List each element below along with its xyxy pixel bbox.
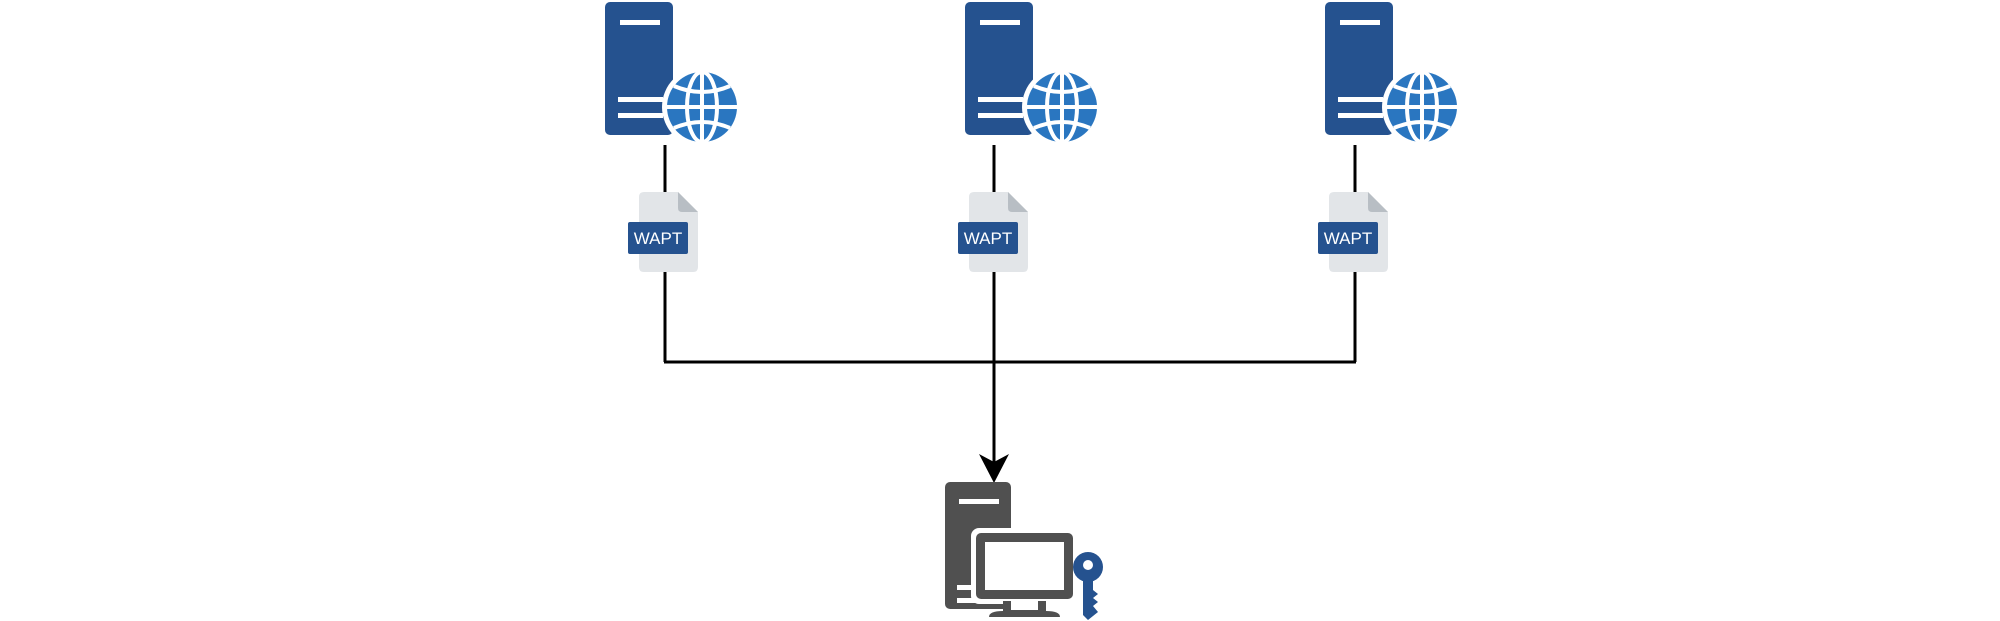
web-server-1: WAPT [603,0,744,362]
wapt-package-label: WAPT [1324,229,1372,248]
wapt-package-label: WAPT [634,229,682,248]
workstation-with-key-icon [945,482,1103,620]
web-server-icon [603,0,744,149]
web-server-icon [1323,0,1464,149]
client-workstation [945,482,1103,620]
wapt-package-label: WAPT [964,229,1012,248]
wapt-package-file: WAPT [628,192,698,272]
arrow-head-icon [979,454,1009,483]
web-server-3: WAPT [1318,0,1464,362]
wapt-package-file: WAPT [958,192,1028,272]
web-server-icon [963,0,1104,149]
web-server-2: WAPT [958,0,1104,272]
wapt-package-file: WAPT [1318,192,1388,272]
